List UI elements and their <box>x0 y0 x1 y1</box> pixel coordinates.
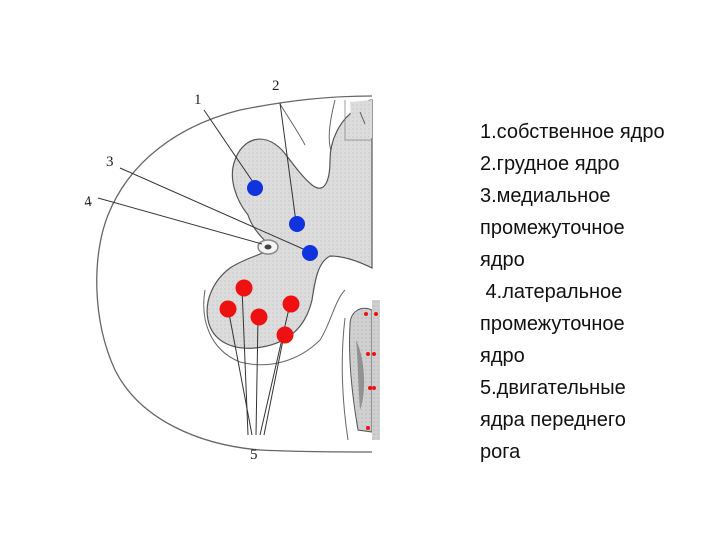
label-3: 3 <box>106 154 114 170</box>
motor-nucleus <box>277 327 294 344</box>
legend-line: 1.собственное ядро <box>480 116 716 148</box>
dorsal-column-fill <box>350 100 372 138</box>
legend-line: промежуточное <box>480 212 716 244</box>
legend: 1.собственное ядро 2.грудное ядро 3.меди… <box>480 116 716 468</box>
label-5: 5 <box>250 447 258 463</box>
label-4: 4 <box>83 194 93 211</box>
motor-dot <box>372 352 376 356</box>
legend-line: 3.медиальное <box>480 180 716 212</box>
motor-dot <box>366 352 370 356</box>
legend-line: рога <box>480 436 716 468</box>
legend-line: промежуточное <box>480 308 716 340</box>
nucleus-proprius <box>247 180 263 196</box>
motor-nucleus <box>236 280 253 297</box>
motor-dot <box>368 386 372 390</box>
legend-line: 2.грудное ядро <box>480 148 716 180</box>
legend-line: 5.двигательные <box>480 372 716 404</box>
motor-dot <box>372 386 376 390</box>
ventral-fissure-right <box>372 300 380 440</box>
motor-nucleus <box>283 296 300 313</box>
central-canal-lumen <box>265 245 272 250</box>
motor-dot <box>366 426 370 430</box>
legend-line: ядро <box>480 244 716 276</box>
label-2: 2 <box>272 78 280 94</box>
thoracic-nucleus <box>289 216 305 232</box>
motor-dot <box>364 312 368 316</box>
legend-line: 4.латеральное <box>480 276 716 308</box>
motor-nucleus <box>220 301 237 318</box>
motor-nucleus <box>251 309 268 326</box>
legend-line: ядра переднего <box>480 404 716 436</box>
label-1: 1 <box>194 92 202 108</box>
legend-line: ядро <box>480 340 716 372</box>
motor-dot <box>374 312 378 316</box>
medial-intermediate-nucleus <box>302 245 318 261</box>
spinal-cord-diagram: 1 2 3 4 5 <box>80 70 380 470</box>
